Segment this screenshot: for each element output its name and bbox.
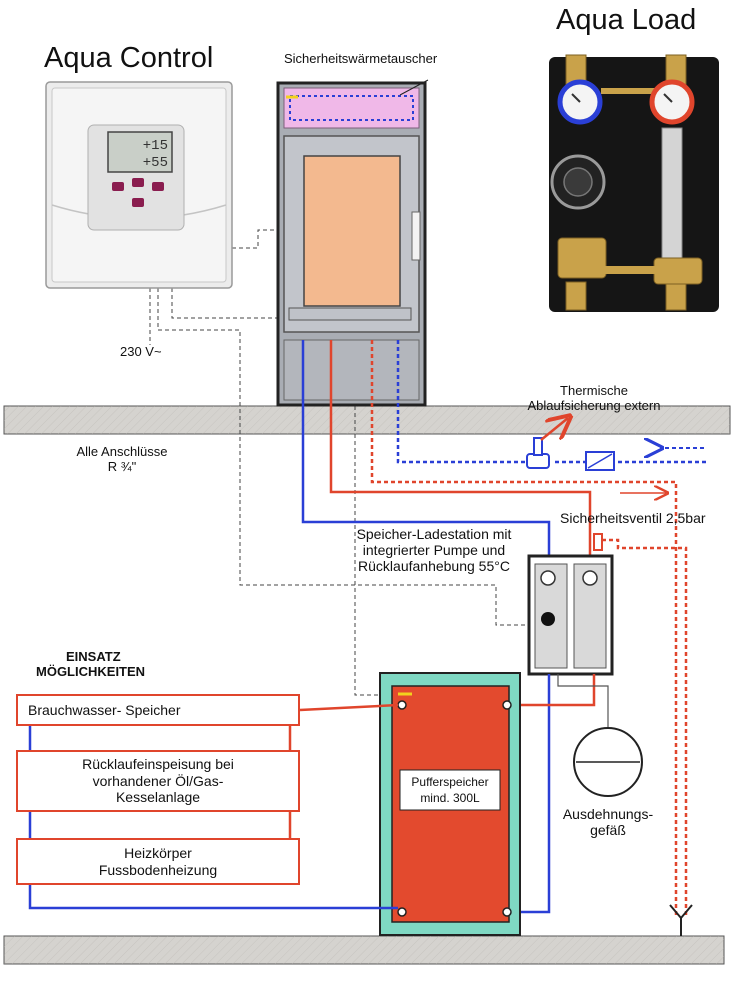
label-usage-heading: EINSATZ MÖGLICHKEITEN [36,649,146,680]
label-charging-station: Speicher-Ladestation mit integrierter Pu… [336,526,532,574]
station-gauge-right [582,570,598,586]
lower-floor-hatch [4,936,724,964]
label-thermal-drain: Thermische Ablaufsicherung extern [506,383,682,414]
controller-button-left[interactable] [112,182,124,191]
station-return-to-buffer [512,674,551,914]
expansion-vessel-line [557,674,609,730]
buffer-tank-label-box [399,769,501,811]
charging-station [527,554,614,676]
label-usage-2: MÖGLICHKEITEN [36,663,146,679]
label-thermal-drain-2: Ablaufsicherung extern [527,397,661,413]
label-connections-2: R ¾" [107,458,137,474]
option-heating: Heizkörper Fussbodenheizung [16,838,300,885]
label-expansion-vessel: Ausdehnungs- gefäß [548,806,668,838]
label-heat-exchanger: Sicherheitswärmetauscher [284,51,438,66]
exchanger-pointer [399,79,429,96]
buffer-port-bottom-right [502,907,512,917]
stove [276,81,427,407]
safety-heat-exchanger [283,87,420,129]
label-expansion-2: gefäß [590,822,626,839]
option-return-line [28,885,398,910]
controller-button-right[interactable] [152,182,164,191]
buffer-tank-label-1: Pufferspeicher [411,775,488,789]
option-heating-2: Fussbodenheizung [98,861,218,878]
display-line-1: +15 [143,138,168,154]
option-return-feed-1: Rücklaufeinspeisung bei [82,755,234,772]
stove-door-handle [411,211,421,261]
expansion-vessel [573,727,643,797]
label-expansion-1: Ausdehnungs- [562,806,654,822]
thermal-drain-valve [526,418,568,469]
buffer-tank-label-2: mind. 300L [420,791,480,805]
upper-floor-hatch [4,406,730,434]
buffer-port-top-left [397,700,407,710]
label-connections: Alle Anschlüsse R ¾" [62,444,182,475]
label-station-3: Rücklaufanhebung 55°C [358,558,510,575]
label-thermal-drain-1: Thermische [560,383,628,398]
label-usage-1: EINSATZ [66,649,121,664]
drain-filter [585,451,615,471]
buffer-port-top-right [502,700,512,710]
heat-exchanger-drain [396,340,531,464]
buffer-port-bottom-left [397,907,407,917]
drain-funnel [669,904,693,936]
option-return-feed-2: vorhandener Öl/Gas- [92,772,224,789]
option-heating-1: Heizkörper [124,844,192,861]
safety-valve-line [602,538,688,915]
display-line-2: +55 [143,155,168,171]
buffer-tank [379,672,521,936]
label-station-1: Speicher-Ladestation mit [356,526,512,542]
station-gauge-left [540,570,556,586]
title-aqua-control: Aqua Control [44,42,214,74]
safety-valve [589,533,603,551]
option-flow-line [299,703,399,712]
station-pump [541,612,555,626]
station-flow-to-buffer [512,674,596,707]
title-aqua-load: Aqua Load [556,4,697,36]
controller-button-up[interactable] [132,178,144,187]
option-hot-water-tank: Brauchwasser- Speicher [16,694,300,726]
controller-button-down[interactable] [132,198,144,207]
stove-return-line [301,340,551,556]
controller-display [107,131,173,173]
label-voltage: 230 V~ [120,344,162,359]
label-safety-valve: Sicherheitsventil 2,5bar [560,510,706,526]
stove-flow-line [329,340,592,556]
stove-firebox [303,155,401,307]
aqua-control-unit [45,81,233,289]
label-connections-1: Alle Anschlüsse [76,444,168,459]
option-return-feed: Rücklaufeinspeisung bei vorhandener Öl/G… [16,750,300,812]
heat-exchanger-inlet [370,340,678,915]
option-return-feed-3: Kesselanlage [115,789,201,806]
label-station-2: integrierter Pumpe und [362,542,506,559]
aqua-load-unit [549,54,719,312]
option-hot-water-label: Brauchwasser- Speicher [28,701,181,718]
